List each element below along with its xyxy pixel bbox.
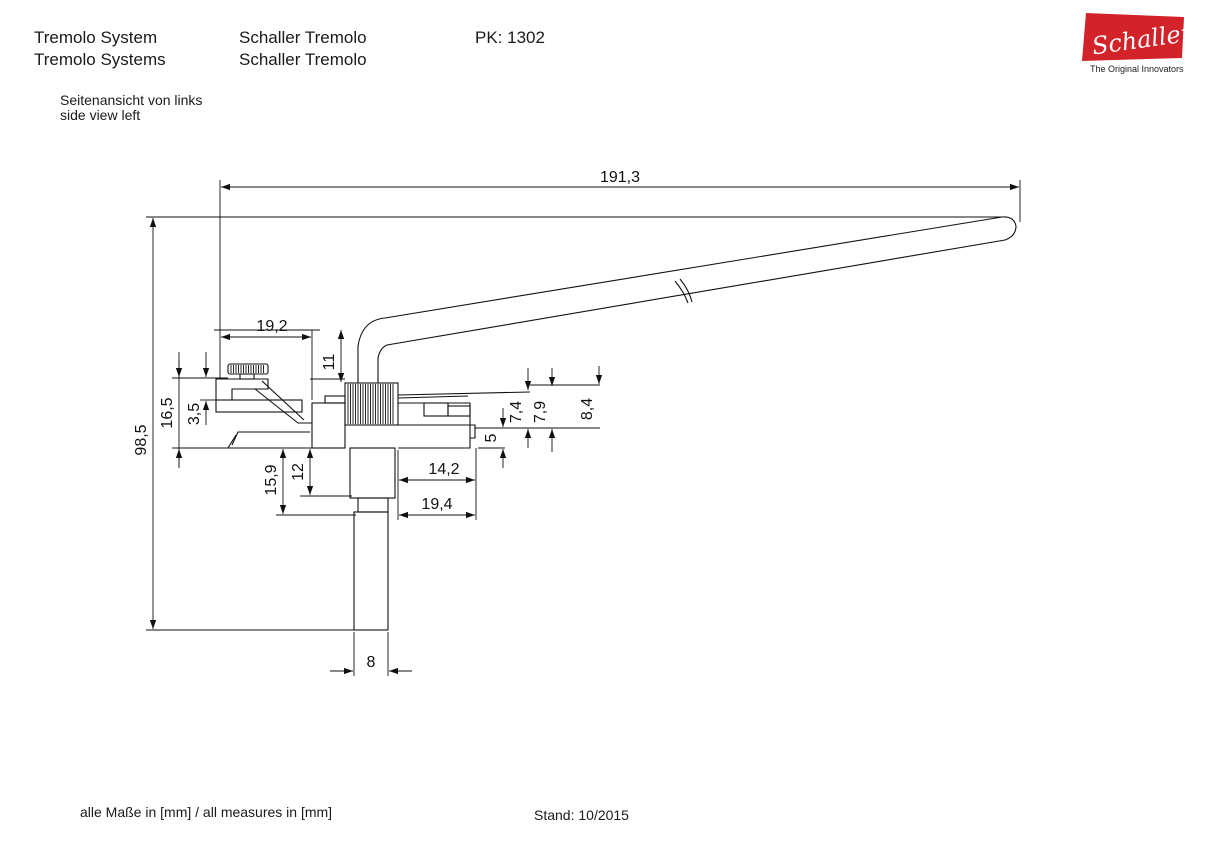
dim-post-upper: 15,9 [263, 464, 280, 495]
post-rod [353, 511, 389, 631]
logo-tagline: The Original Innovators [1090, 64, 1184, 74]
brand-title-de: Schaller Tremolo [239, 28, 367, 47]
dim-post-diameter: 8 [367, 654, 376, 671]
dim-claw-step: 3,5 [186, 403, 203, 425]
dim-total-height: 98,5 [133, 424, 150, 455]
units-note: alle Maße in [mm] / all measures in [mm] [80, 804, 333, 820]
dim-plate-width: 14,2 [428, 461, 459, 478]
base-block [311, 402, 346, 449]
tremolo-arm [357, 216, 1017, 384]
dim-post-to-plate: 19,4 [421, 496, 452, 513]
dim-saddle-7: 7,4 [508, 401, 525, 423]
dim-knob-height: 11 [321, 354, 338, 371]
view-label-de: Seitenansicht von links [60, 92, 203, 108]
claw-block [215, 378, 269, 401]
dim-post-lower: 12 [290, 463, 307, 481]
product-title-en: Tremolo Systems [34, 50, 166, 69]
revision-date: Stand: 10/2015 [534, 807, 629, 823]
post-upper [349, 447, 396, 499]
extension-lines [146, 180, 1021, 676]
product-title-de: Tremolo System [34, 28, 158, 47]
spring [231, 431, 310, 446]
dim-saddle-total: 8,4 [579, 398, 596, 420]
dim-base-height: 5 [483, 433, 500, 442]
arm-bend-line [674, 280, 689, 304]
dimension-labels: 191,3 98,5 19,2 11 16,5 3,5 15,9 12 7,4 … [133, 169, 640, 671]
part-number: PK: 1302 [475, 28, 545, 47]
schaller-logo: Schaller [1082, 13, 1188, 61]
claw-screw [227, 363, 269, 375]
saddle-clamp [423, 402, 449, 417]
dim-claw-width: 19,2 [256, 318, 287, 335]
dimension-lines [149, 183, 1019, 675]
tremolo-part-outline [215, 216, 1017, 631]
dim-saddle-8: 7,9 [532, 401, 549, 423]
brand-title-en: Schaller Tremolo [239, 50, 367, 69]
view-label-en: side view left [60, 107, 141, 123]
dim-total-length: 191,3 [600, 169, 640, 186]
dim-claw-height: 16,5 [159, 397, 176, 428]
